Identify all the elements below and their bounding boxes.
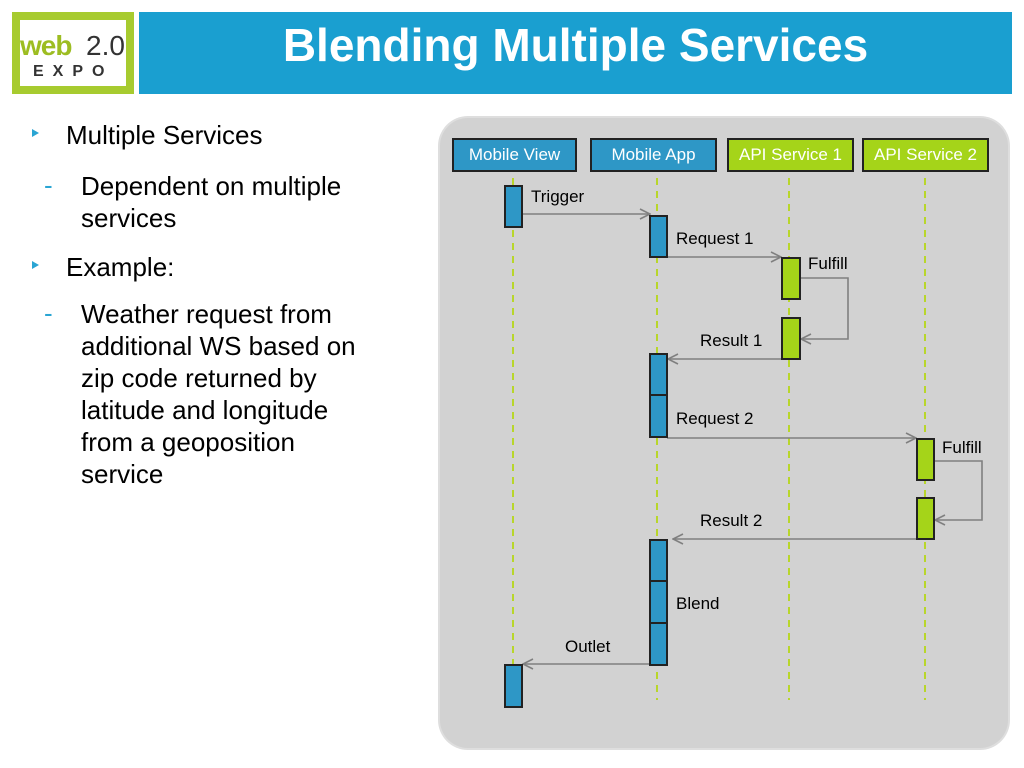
activation-mobile-app-6 [649,622,668,666]
sub-bullet-text: Dependent on multiple services [81,171,342,233]
actor-api-service-1: API Service 1 [727,138,854,172]
logo-expo-text: EXPO [33,63,114,80]
dash-marker: - [44,170,53,200]
actor-api-service-2: API Service 2 [862,138,989,172]
label-result-1: Result 1 [700,331,763,350]
activation-mobile-app-3 [649,394,668,438]
bullet-text: Example: [66,252,175,282]
dash-marker: - [44,298,53,328]
page-title: Blending Multiple Services [282,19,869,71]
activation-mobile-view-2 [504,664,523,708]
activation-api-2-fulfill [916,438,935,481]
label-fulfill-1: Fulfill [808,254,848,273]
label-request-2: Request 2 [676,409,754,428]
web20-expo-logo [12,12,134,94]
activation-mobile-app-4 [649,539,668,582]
label-fulfill-2: Fulfill [942,438,982,457]
bullet-arrow-icon [32,129,39,137]
label-result-2: Result 2 [700,511,763,530]
activation-api-1-fulfill [781,257,801,300]
sub-bullet-text: Weather request from additional WS based… [81,299,356,489]
logo-version-text: 2.0 [86,30,125,61]
label-trigger: Trigger [531,187,585,206]
activation-api-2-result [916,497,935,540]
activation-mobile-view-1 [504,185,523,228]
bullet-arrow-icon [32,261,39,269]
activation-mobile-app-5 [649,580,668,624]
activation-mobile-app-2 [649,353,668,396]
label-request-1: Request 1 [676,229,754,248]
actor-mobile-view: Mobile View [452,138,577,172]
logo-background [20,20,126,86]
arrow-fulfill-1 [800,277,849,339]
arrow-fulfill-2 [934,460,983,520]
actor-mobile-app: Mobile App [590,138,717,172]
logo-web-text: web [20,30,72,61]
label-blend: Blend [676,594,720,613]
label-outlet: Outlet [565,637,611,656]
bullet-text: Multiple Services [66,120,263,150]
activation-api-1-result [781,317,801,360]
title-bar [139,12,1012,94]
activation-mobile-app-1 [649,215,668,258]
